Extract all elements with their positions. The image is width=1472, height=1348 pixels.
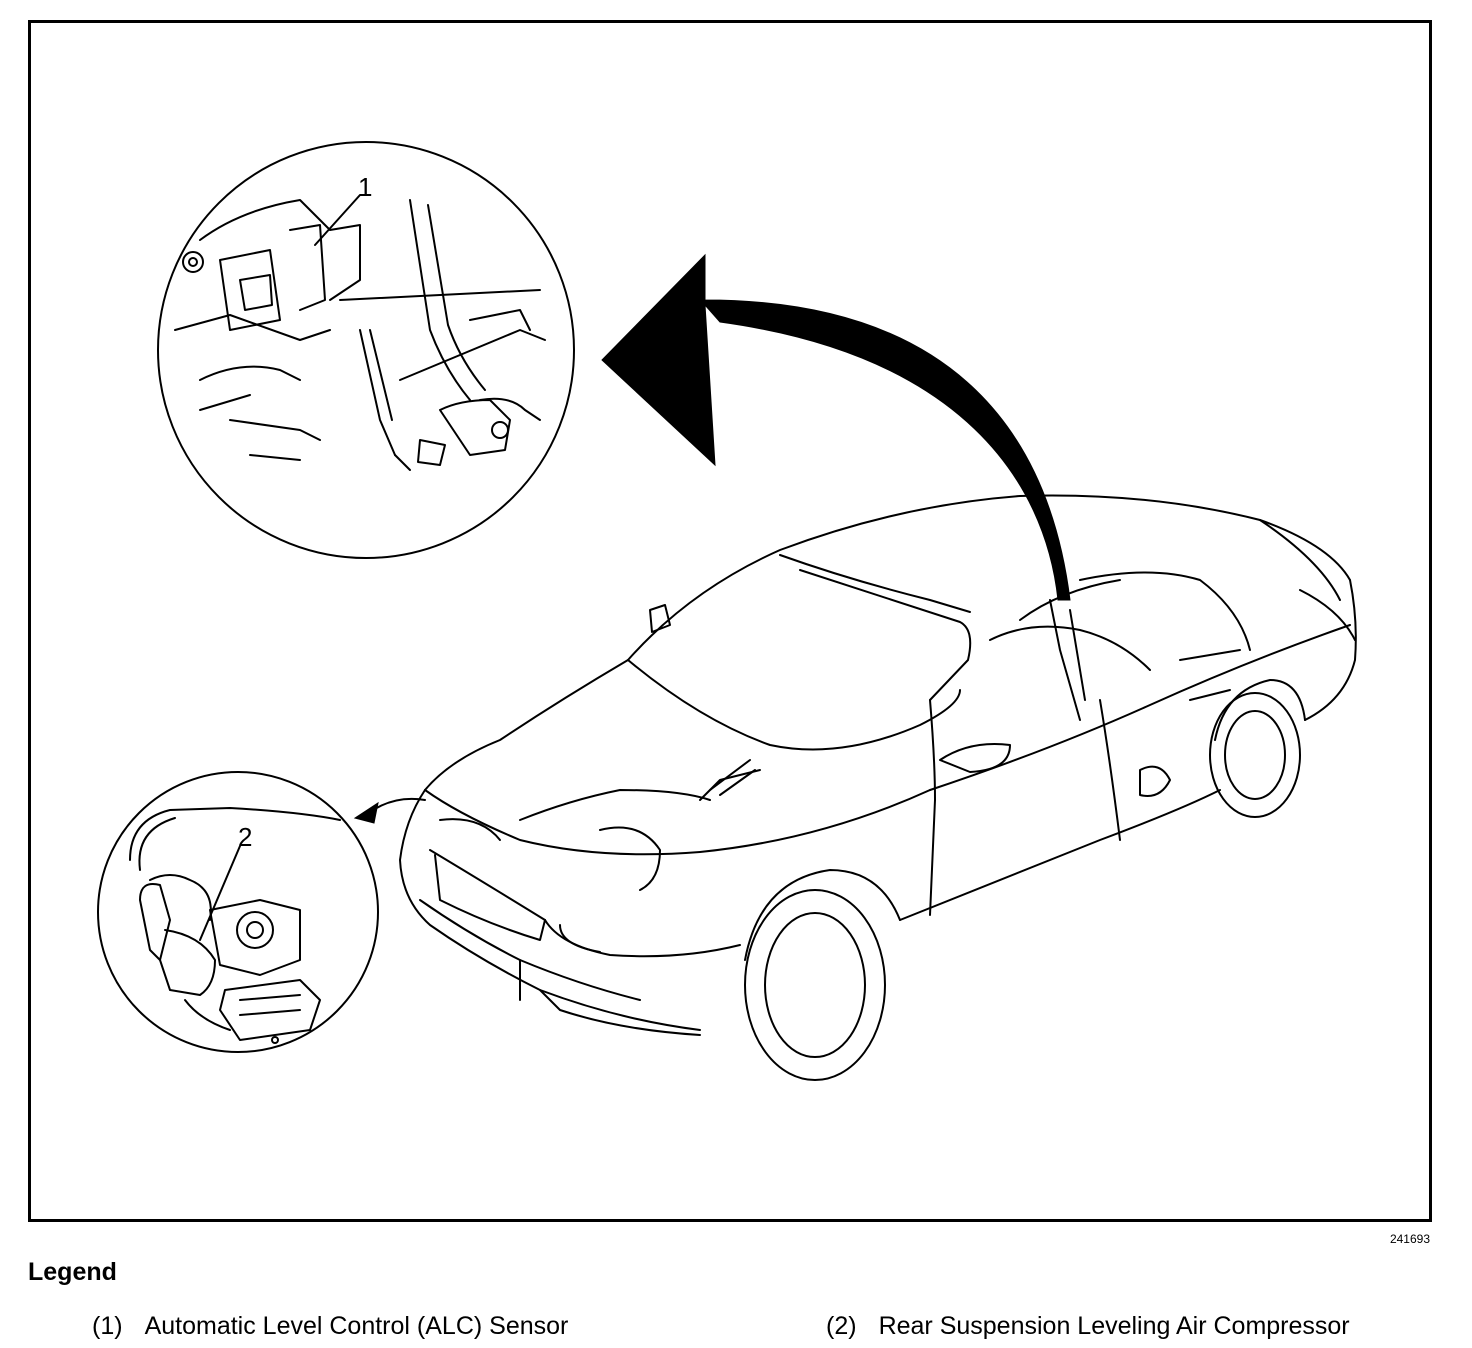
legend-label: Rear Suspension Leveling Air Compressor — [878, 1312, 1350, 1340]
legend-number: (2) — [826, 1312, 857, 1340]
legend-title: Legend — [28, 1258, 117, 1286]
callout-2-leader — [199, 845, 241, 941]
diagram-frame — [28, 20, 1432, 1222]
large-arrow — [601, 253, 1071, 601]
legend-label: Automatic Level Control (ALC) Sensor — [144, 1312, 569, 1340]
figure-id: 241693 — [1389, 1232, 1430, 1246]
callout-1-leader — [314, 194, 361, 246]
vehicle-drawing — [399, 494, 1357, 1081]
legend-item-alc-sensor: (1) Automatic Level Control (ALC) Sensor — [92, 1312, 568, 1341]
legend-number: (1) — [92, 1312, 123, 1340]
small-arrow-head — [353, 801, 379, 824]
detail-circle-air-compressor — [97, 771, 379, 1053]
callout-1-label: 1 — [358, 172, 372, 202]
callout-2-label: 2 — [238, 822, 252, 852]
legend-item-air-compressor: (2) Rear Suspension Leveling Air Compress… — [826, 1312, 1350, 1341]
detail-circle-alc-sensor — [157, 141, 575, 559]
